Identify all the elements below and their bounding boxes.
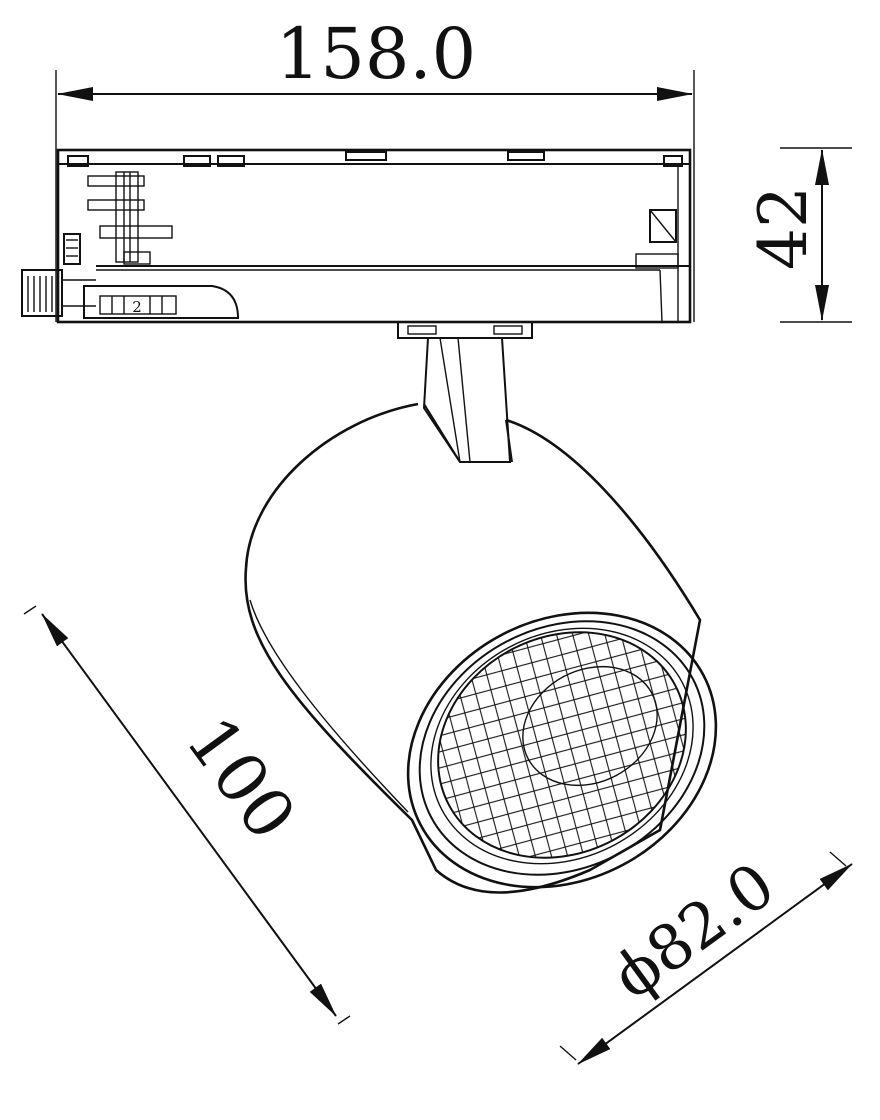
height-dimension: 42	[745, 147, 852, 323]
height-dimension-label: 42	[745, 186, 822, 270]
adapter-body	[56, 148, 692, 324]
stem-arm	[422, 337, 512, 463]
track-adapter: 2	[21, 148, 692, 324]
switch-position-label: 2	[132, 298, 142, 316]
width-dimension-label: 158.0	[276, 13, 476, 95]
switch-housing	[83, 285, 240, 319]
length-dimension-label: 100	[170, 703, 310, 854]
width-dimension: 158.0	[55, 13, 695, 322]
mounting-stem	[397, 321, 533, 463]
length-dimension: 100	[23, 605, 351, 1025]
diameter-dimension: ϕ82.0	[559, 848, 853, 1065]
lens-inner-rim	[418, 620, 706, 876]
switch-plate	[99, 295, 177, 315]
diameter-dimension-line	[577, 863, 853, 1065]
adapter-knob	[21, 269, 63, 317]
length-dimension-line	[41, 613, 337, 1017]
cylinder-outline	[244, 402, 702, 894]
